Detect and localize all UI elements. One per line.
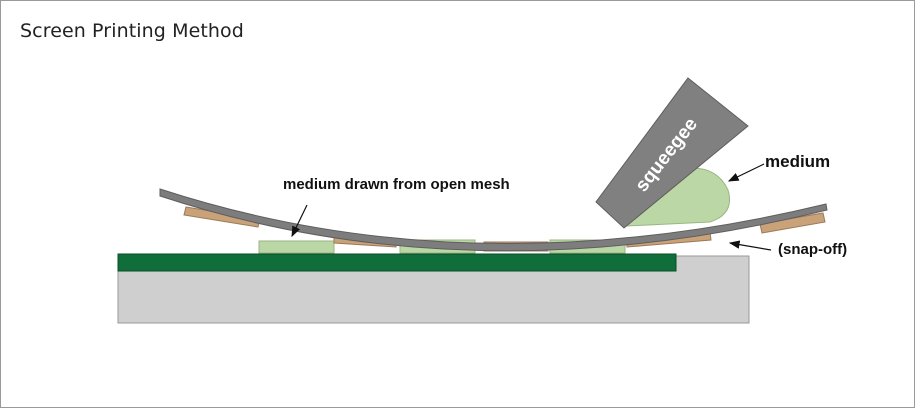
squeegee [595,77,749,229]
snap-off-arrow [728,240,772,251]
printed-medium-1 [258,240,335,254]
medium-drawn-arrow [291,204,308,238]
medium-drawn-label: medium drawn from open mesh [283,176,510,193]
substrate [117,253,677,272]
medium-label: medium [765,152,830,171]
emulsion-block-5 [759,212,826,234]
diagram-title: Screen Printing Method [20,20,244,42]
screen-mesh [159,188,828,252]
snap-off-label: (snap-off) [778,241,847,258]
medium-arrow [727,163,765,182]
